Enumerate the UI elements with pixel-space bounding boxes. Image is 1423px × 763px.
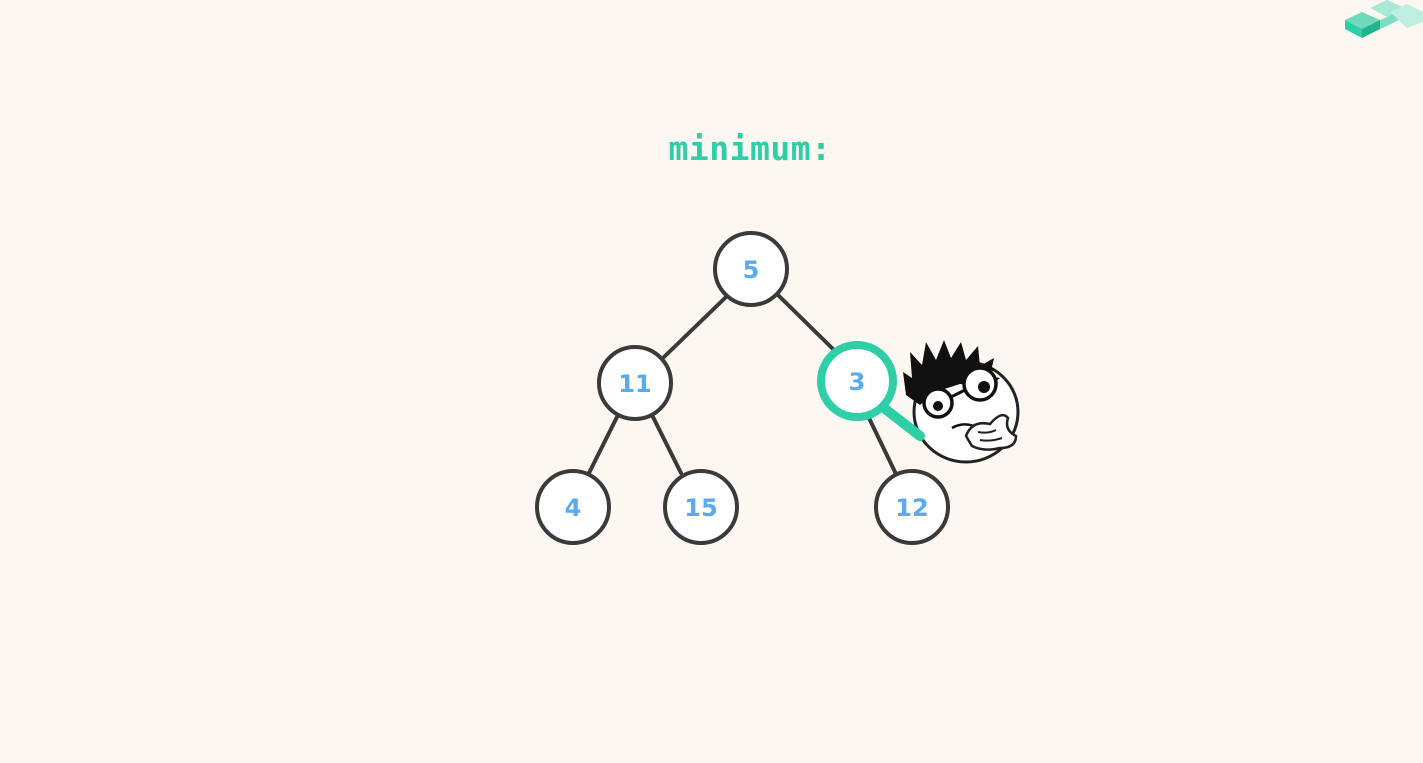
node-label: 12	[895, 494, 928, 522]
tree-node-left-right: 15	[663, 469, 739, 545]
node-label: 5	[743, 256, 760, 284]
tree-node-right-right: 12	[874, 469, 950, 545]
edge-3-12	[867, 416, 898, 476]
thinking-face-icon	[903, 340, 1020, 464]
node-label: 15	[684, 494, 717, 522]
node-label: 11	[618, 370, 651, 398]
tree-node-root: 5	[713, 231, 789, 307]
magnifying-glass-icon	[879, 403, 925, 441]
edge-11-4	[587, 413, 620, 475]
edge-5-3	[776, 293, 836, 352]
diagram-title: minimum:	[668, 129, 832, 168]
tree-edges	[587, 293, 898, 476]
node-label: 3	[849, 368, 866, 396]
tree-node-left-left: 4	[535, 469, 611, 545]
tree-node-left: 11	[597, 345, 673, 421]
stacked-blocks-logo-icon	[1345, 0, 1423, 38]
node-label: 4	[565, 494, 582, 522]
edge-11-15	[650, 413, 683, 475]
edge-5-11	[662, 295, 728, 359]
tree-node-right-highlighted: 3	[817, 341, 897, 421]
